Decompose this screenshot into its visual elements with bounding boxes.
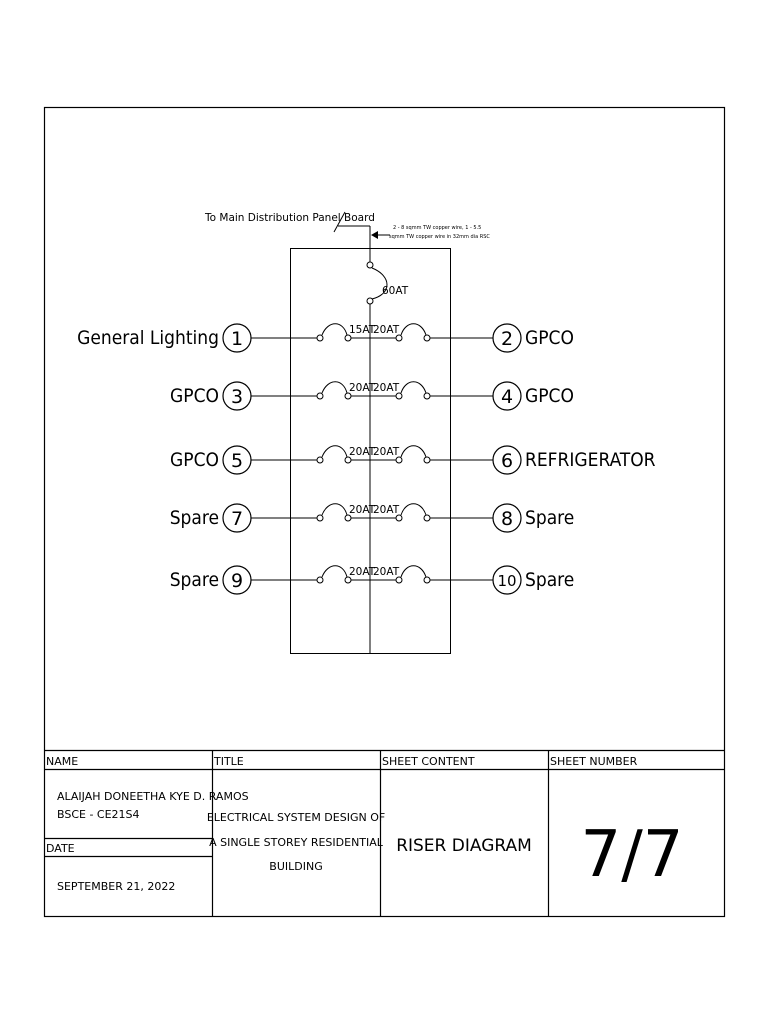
tb-name-header: NAME <box>46 755 78 768</box>
circuit-name: REFRIGERATOR <box>525 449 656 471</box>
breaker-terminal <box>395 514 403 522</box>
breaker-arc <box>400 381 427 394</box>
breaker-terminal <box>316 576 324 584</box>
circuit-number-circle <box>492 503 522 533</box>
circuit-number: 5 <box>231 450 243 472</box>
breaker-arc <box>321 503 348 516</box>
main-breaker: 60AT <box>366 261 409 305</box>
breaker-terminal <box>316 392 324 400</box>
breaker-terminal <box>423 456 431 464</box>
sheet-border <box>43 106 726 918</box>
breaker-arc <box>321 445 348 458</box>
main-breaker-rating: 60AT <box>382 285 409 297</box>
circuit-number: 10 <box>497 572 516 590</box>
main-breaker-terminal-bottom <box>366 297 374 305</box>
circuit-name: Spare <box>525 507 574 529</box>
breaker-terminal <box>316 334 324 342</box>
breaker-terminal <box>423 514 431 522</box>
breaker-terminal <box>316 514 324 522</box>
circuit-name: General Lighting <box>77 327 219 349</box>
breaker-rating: 20AT <box>373 504 400 516</box>
breaker-rating: 20AT <box>373 446 400 458</box>
breaker-terminal <box>423 576 431 584</box>
tb-name-line1: ALAIJAH DONEETHA KYE D. RAMOS <box>57 790 249 803</box>
circuit-name: GPCO <box>170 385 219 407</box>
tb-sheet-content: RISER DIAGRAM <box>396 836 532 856</box>
breaker-terminal <box>423 334 431 342</box>
circuit-name: Spare <box>170 507 219 529</box>
circuit-number-circle <box>492 381 522 411</box>
breaker-rating: 20AT <box>349 382 376 394</box>
breaker-arc <box>321 323 348 336</box>
circuit-name: Spare <box>525 569 574 591</box>
circuit-number-circle <box>492 445 522 475</box>
circuit-number: 1 <box>231 328 243 350</box>
tb-title-line3: BUILDING <box>269 860 322 873</box>
breaker-terminal <box>395 456 403 464</box>
breaker-rating: 20AT <box>373 382 400 394</box>
title-block: NAME TITLE SHEET CONTENT SHEET NUMBER AL… <box>44 749 725 917</box>
circuit-number: 9 <box>231 570 243 592</box>
breaker-terminal <box>395 334 403 342</box>
breaker-terminal <box>395 576 403 584</box>
breaker-rating: 20AT <box>349 446 376 458</box>
note-arrow-head <box>371 231 378 239</box>
circuit-number: 4 <box>501 386 513 408</box>
breaker-rating: 20AT <box>373 324 400 336</box>
breaker-arc <box>400 565 427 578</box>
breaker-arc <box>400 445 427 458</box>
tb-date-value: SEPTEMBER 21, 2022 <box>57 880 175 893</box>
tb-name-line2: BSCE - CE21S4 <box>57 808 140 821</box>
tb-title-line1: ELECTRICAL SYSTEM DESIGN OF <box>207 811 385 824</box>
circuit-number-circle <box>492 565 522 595</box>
circuit-name: GPCO <box>525 327 574 349</box>
breaker-rating: 20AT <box>349 504 376 516</box>
circuit-number: 7 <box>231 508 243 530</box>
feeder-note-line2: sqmm TW copper wire in 32mm dia RSC <box>389 234 490 240</box>
circuit-number: 2 <box>501 328 513 350</box>
breaker-terminal <box>423 392 431 400</box>
tb-number-header: SHEET NUMBER <box>550 755 638 768</box>
tb-sheet-number: 7/7 <box>581 818 684 892</box>
feeder-note-line1: 2 - 8 sqmm TW copper wire, 1 - 5.5 <box>393 225 481 231</box>
tb-content-header: SHEET CONTENT <box>382 755 475 768</box>
circuit-number-circle <box>492 323 522 353</box>
breaker-terminal <box>316 456 324 464</box>
breaker-arc <box>321 381 348 394</box>
breaker-terminal <box>395 392 403 400</box>
circuit-name: GPCO <box>525 385 574 407</box>
main-breaker-arc <box>371 267 388 300</box>
main-breaker-terminal-top <box>366 261 374 269</box>
tb-date-header: DATE <box>46 842 75 855</box>
circuit-number: 8 <box>501 508 513 530</box>
circuit-number: 3 <box>231 386 243 408</box>
breaker-arc <box>321 565 348 578</box>
circuit-name: GPCO <box>170 449 219 471</box>
breaker-rating: 15AT <box>349 324 376 336</box>
circuit-name: Spare <box>170 569 219 591</box>
feeder-label: To Main Distribution Panel Board <box>204 212 375 224</box>
breaker-rating: 20AT <box>349 566 376 578</box>
tb-title-line2: A SINGLE STOREY RESIDENTIAL <box>209 836 384 849</box>
breaker-arc <box>400 503 427 516</box>
feeder-slash <box>333 211 346 233</box>
tb-title-header: TITLE <box>213 755 244 768</box>
circuit-number: 6 <box>501 450 513 472</box>
breaker-arc <box>400 323 427 336</box>
breaker-rating: 20AT <box>373 566 400 578</box>
feeder: To Main Distribution Panel Board 2 - 8 s… <box>204 211 490 262</box>
